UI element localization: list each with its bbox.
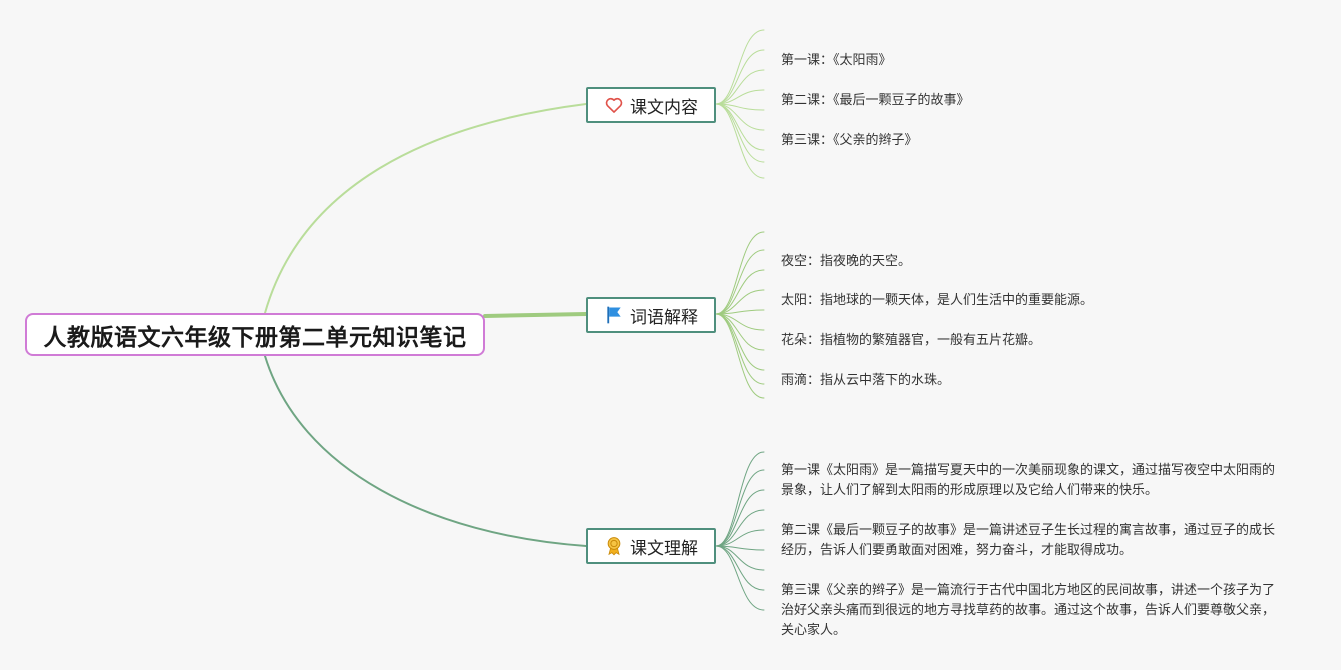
fan-line-b1-0 — [715, 29, 765, 105]
branch-lesson-understanding[interactable]: 课文理解 — [586, 528, 716, 564]
leaf-lesson-3[interactable]: 第三课：《父亲的辫子》 — [781, 133, 918, 148]
fan-line-b2-0 — [715, 231, 765, 315]
fan-line-b1-7 — [715, 103, 765, 163]
leaf-lesson-2[interactable]: 第二课：《最后一颗豆子的故事》 — [781, 93, 970, 108]
leaf-word-flower[interactable]: 花朵：指植物的繁殖器官，一般有五片花瓣。 — [781, 333, 1042, 348]
leaf-word-sun[interactable]: 太阳：指地球的一颗天体，是人们生活中的重要能源。 — [781, 293, 1094, 308]
fan-line-b3-2 — [715, 489, 765, 547]
root-topic-label: 人教版语文六年级下册第二单元知识笔记 — [43, 324, 467, 351]
fan-line-b2-1 — [715, 249, 765, 315]
link-root-to-branch-1 — [264, 103, 587, 314]
flag-icon — [604, 305, 624, 325]
award-ribbon-icon — [604, 536, 624, 556]
heart-icon — [604, 95, 624, 115]
leaf-understanding-2[interactable]: 第二课《最后一颗豆子的故事》是一篇讲述豆子生长过程的寓言故事，通过豆子的成长经历… — [781, 523, 1276, 558]
branch-label: 课文理解 — [630, 538, 698, 559]
fan-line-b3-7 — [715, 545, 765, 591]
fan-line-b2-3 — [715, 289, 765, 315]
fan-line-b1-1 — [715, 49, 765, 105]
leaf-word-night-sky[interactable]: 夜空：指夜晚的天空。 — [781, 254, 912, 269]
branch-label: 课文内容 — [630, 97, 698, 118]
fan-line-b3-8 — [715, 545, 765, 611]
fan-line-b1-6 — [715, 103, 765, 151]
fan-line-b1-8 — [715, 103, 765, 179]
link-root-to-branch-2 — [483, 312, 588, 318]
leaf-understanding-1[interactable]: 第一课《太阳雨》是一篇描写夏天中的一次美丽现象的课文，通过描写夜空中太阳雨的景象… — [781, 463, 1276, 498]
fan-line-b3-0 — [715, 451, 765, 547]
fan-line-b1-2 — [715, 69, 765, 105]
branch-lesson-content[interactable]: 课文内容 — [586, 87, 716, 123]
link-root-to-branch-3 — [264, 355, 587, 547]
fan-line-b2-2 — [715, 269, 765, 315]
fan-line-b2-9 — [715, 313, 765, 399]
branch-label: 词语解释 — [630, 307, 698, 328]
branch-word-explanation[interactable]: 词语解释 — [586, 297, 716, 333]
leaf-understanding-3[interactable]: 第三课《父亲的辫子》是一篇流行于古代中国北方地区的民间故事，讲述一个孩子为了治好… — [781, 583, 1276, 638]
root-topic[interactable]: 人教版语文六年级下册第二单元知识笔记 — [25, 313, 485, 356]
fan-line-b3-1 — [715, 469, 765, 547]
leaf-word-raindrop[interactable]: 雨滴：指从云中落下的水珠。 — [781, 373, 951, 388]
fan-line-b3-4 — [715, 529, 765, 547]
fan-line-b1-5 — [715, 103, 765, 131]
fan-line-b3-3 — [715, 509, 765, 547]
fan-line-b1-3 — [715, 89, 765, 105]
fan-line-b2-6 — [715, 313, 765, 351]
leaf-lesson-1[interactable]: 第一课：《太阳雨》 — [781, 53, 892, 68]
